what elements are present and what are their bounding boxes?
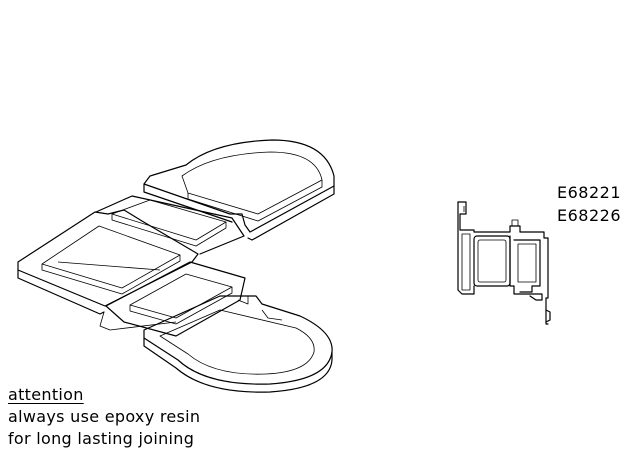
corner-connector-drawing [17, 139, 335, 393]
profile-cross-section-drawing [457, 201, 551, 325]
profile-code: E68226 [557, 206, 622, 225]
note-line: always use epoxy resin [8, 407, 201, 426]
note-title: attention [8, 385, 84, 404]
attention-note: attention always use epoxy resin for lon… [8, 384, 200, 450]
note-line: for long lasting joining [8, 429, 195, 448]
profile-codes: E68221 E68226 [557, 181, 621, 227]
profile-code: E68221 [557, 183, 622, 202]
